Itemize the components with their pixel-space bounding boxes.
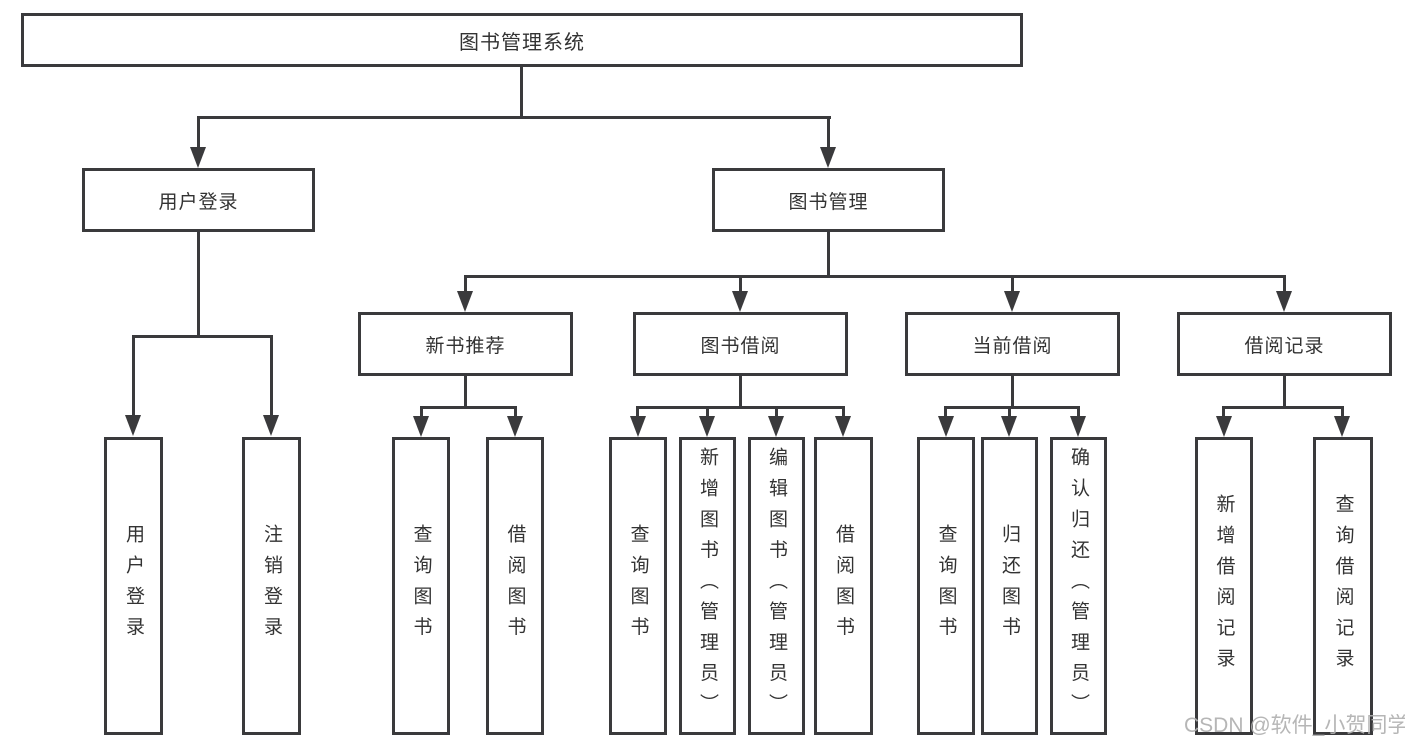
connector-hline xyxy=(1222,406,1344,409)
leaf-borrow-add-books-admin: 新增图书（管理员） xyxy=(679,437,736,735)
leaf-recommend-query-books: 查询图书 xyxy=(392,437,450,735)
connector-vline xyxy=(1222,406,1225,417)
node-user-login: 用户登录 xyxy=(82,168,315,232)
leaf-borrow-query-books: 查询图书 xyxy=(609,437,667,735)
leaf-label: 确认归还（管理员） xyxy=(1068,447,1089,725)
connector-vline xyxy=(464,376,467,406)
leaf-records-query-record: 查询借阅记录 xyxy=(1313,437,1373,735)
connector-vline xyxy=(775,406,778,417)
arrow-down-icon xyxy=(507,416,523,437)
leaf-label: 借阅图书 xyxy=(504,524,526,648)
connector-vline xyxy=(739,275,742,292)
arrow-down-icon xyxy=(190,147,206,168)
leaf-label: 借阅图书 xyxy=(833,524,854,648)
arrow-down-icon xyxy=(263,415,279,436)
connector-vline xyxy=(739,376,742,406)
arrow-down-icon xyxy=(820,147,836,168)
arrow-down-icon xyxy=(457,291,473,312)
leaf-label: 查询借阅记录 xyxy=(1332,493,1354,679)
arrow-down-icon xyxy=(1001,416,1017,437)
connector-vline xyxy=(270,335,273,416)
connector-hline xyxy=(197,116,831,119)
arrow-down-icon xyxy=(630,416,646,437)
csdn-watermark: CSDN @软件_小贺同学 xyxy=(1184,714,1405,737)
connector-hline xyxy=(464,275,1286,278)
leaf-label: 归还图书 xyxy=(999,524,1020,648)
leaf-logout: 注销登录 xyxy=(242,437,301,735)
connector-vline xyxy=(420,406,423,417)
connector-vline xyxy=(944,406,947,417)
connector-vline xyxy=(706,406,709,417)
connector-hline xyxy=(636,406,845,409)
leaf-label: 新增借阅记录 xyxy=(1213,493,1235,679)
arrow-down-icon xyxy=(1004,291,1020,312)
leaf-label: 查询图书 xyxy=(935,524,957,648)
connector-vline xyxy=(842,406,845,417)
connector-hline xyxy=(132,335,273,338)
leaf-label: 用户登录 xyxy=(123,524,144,648)
connector-vline xyxy=(197,232,200,335)
node-book-borrow: 图书借阅 xyxy=(633,312,848,376)
leaf-current-confirm-return-admin: 确认归还（管理员） xyxy=(1050,437,1107,735)
arrow-down-icon xyxy=(1334,416,1350,437)
connector-vline xyxy=(132,335,135,416)
connector-vline xyxy=(1011,376,1014,406)
leaf-label: 查询图书 xyxy=(627,524,649,648)
arrow-down-icon xyxy=(1070,416,1086,437)
connector-vline xyxy=(636,406,639,417)
leaf-label: 编辑图书（管理员） xyxy=(766,447,787,725)
connector-vline xyxy=(1283,376,1286,406)
connector-vline xyxy=(464,275,467,292)
leaf-label: 新增图书（管理员） xyxy=(697,447,718,725)
arrow-down-icon xyxy=(938,416,954,437)
arrow-down-icon xyxy=(835,416,851,437)
connector-hline xyxy=(944,406,1080,409)
leaf-records-add-record: 新增借阅记录 xyxy=(1195,437,1253,735)
arrow-down-icon xyxy=(413,416,429,437)
connector-vline xyxy=(1011,275,1014,292)
connector-vline xyxy=(827,232,830,275)
node-borrow-records: 借阅记录 xyxy=(1177,312,1392,376)
arrow-down-icon xyxy=(125,415,141,436)
connector-hline xyxy=(420,406,517,409)
leaf-recommend-borrow-books: 借阅图书 xyxy=(486,437,544,735)
connector-vline xyxy=(827,116,830,148)
leaf-current-return-books: 归还图书 xyxy=(981,437,1038,735)
node-current-borrow: 当前借阅 xyxy=(905,312,1120,376)
leaf-label: 查询图书 xyxy=(410,524,432,648)
leaf-borrow-edit-books-admin: 编辑图书（管理员） xyxy=(748,437,805,735)
arrow-down-icon xyxy=(732,291,748,312)
node-new-book-recommend: 新书推荐 xyxy=(358,312,573,376)
connector-vline xyxy=(1341,406,1344,417)
leaf-user-login: 用户登录 xyxy=(104,437,163,735)
connector-vline xyxy=(197,116,200,148)
connector-vline xyxy=(1283,275,1286,292)
arrow-down-icon xyxy=(1216,416,1232,437)
arrow-down-icon xyxy=(768,416,784,437)
leaf-label: 注销登录 xyxy=(261,524,282,648)
connector-vline xyxy=(514,406,517,417)
leaf-current-query-books: 查询图书 xyxy=(917,437,975,735)
arrow-down-icon xyxy=(699,416,715,437)
leaf-borrow-borrow-books: 借阅图书 xyxy=(814,437,873,735)
connector-vline xyxy=(1008,406,1011,417)
node-book-management: 图书管理 xyxy=(712,168,945,232)
arrow-down-icon xyxy=(1276,291,1292,312)
connector-vline xyxy=(1077,406,1080,417)
connector-vline xyxy=(520,67,523,116)
node-library-system: 图书管理系统 xyxy=(21,13,1023,67)
